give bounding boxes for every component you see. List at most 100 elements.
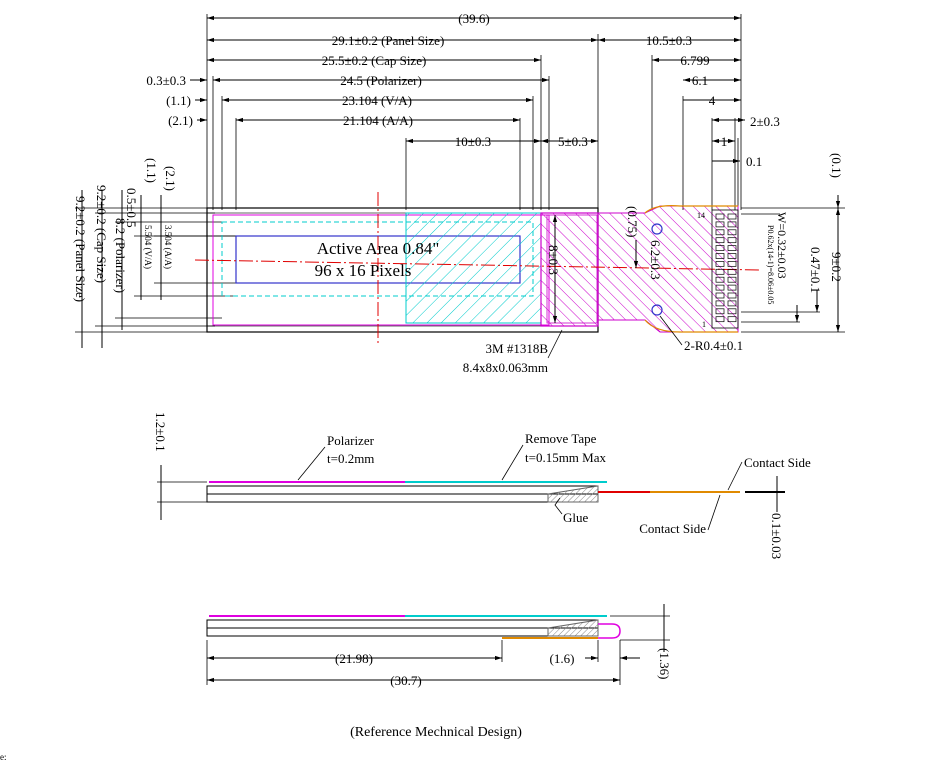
- dim-047: 0.47±0.1: [808, 247, 823, 293]
- dim-136: (1.36): [657, 648, 672, 679]
- center-line-horizontal: [194, 259, 761, 271]
- active-area-line2: 96 x 16 Pixels: [315, 261, 412, 280]
- dim-cap-size-width: 25.5±0.2 (Cap Size): [322, 53, 427, 68]
- right-dimension-lines: [741, 207, 845, 333]
- fpc-pin: [715, 316, 725, 323]
- fpc-pin: [727, 213, 737, 220]
- bent-fpc-loop: [502, 623, 621, 639]
- dim-left-92panel: 9.2±0.2 (Panel Size): [73, 196, 88, 302]
- fpc-pin: [727, 229, 737, 236]
- active-area-line1: Active Area 0.84": [317, 239, 440, 258]
- fpc-pin: [727, 284, 737, 291]
- dim-tape-height: 8±0.3: [546, 245, 561, 275]
- fpc-pin: [727, 245, 737, 251]
- fpc-pin: [715, 261, 725, 267]
- fpc-pin: [727, 261, 737, 267]
- dim-hole-spacing: 6.2±0.3: [648, 240, 663, 280]
- dim-10: 10±0.3: [455, 134, 491, 149]
- fpc-pin: [715, 253, 725, 259]
- dim-61: 6.1: [692, 73, 708, 88]
- fpc-pins: [711, 209, 739, 329]
- left-extension-lines: [75, 207, 236, 333]
- fpc-pin: [715, 245, 725, 251]
- dim-fpc-length: 10.5±0.3: [646, 33, 692, 48]
- bent-glass-bottom: [206, 627, 599, 637]
- tape-size: 8.4x8x0.063mm: [463, 360, 548, 375]
- dim-9: 9±0.2: [829, 252, 844, 282]
- dim-307: (30.7): [390, 673, 421, 688]
- pin-1-label: 1: [702, 320, 706, 329]
- fpc-orange-edge: [644, 205, 738, 333]
- dim-left-05: 0.5±0.5: [124, 188, 139, 228]
- dim-4: 4: [709, 93, 716, 108]
- dim-5: 5±0.3: [558, 134, 588, 149]
- hole-top: [651, 223, 663, 235]
- side-glass-top: [206, 485, 599, 495]
- contact-side-bottom: Contact Side: [639, 521, 706, 536]
- dim-polarizer-width: 24.5 (Polarizer): [340, 73, 422, 88]
- fpc-pin: [715, 237, 725, 244]
- remove-tape-leader: [501, 444, 524, 481]
- side-glass-bottom: [206, 493, 599, 503]
- bent-glue: [547, 619, 599, 637]
- radius-leader: [659, 315, 683, 346]
- fpc-pin: [727, 221, 737, 228]
- dim-16: (1.6): [550, 651, 575, 666]
- corner-mark: e:: [0, 752, 7, 761]
- pitch-formula: P0.62x(14-1)=8.06±0.05: [766, 225, 775, 304]
- tape-name: 3M #1318B: [486, 341, 549, 356]
- remove-tape-label: Remove Tape: [525, 431, 597, 446]
- dim-right-01: (0.1): [829, 153, 844, 178]
- dim-va-width: 23.104 (V/A): [342, 93, 412, 108]
- dim-6799: 6.799: [680, 53, 709, 68]
- fpc-pin: [727, 237, 737, 244]
- fpc-pin-area: [711, 209, 739, 329]
- bent-view: (21.98) (1.6) (30.7) (1.36): [206, 604, 672, 688]
- dim-01: 0.1: [746, 154, 762, 169]
- left-dimension-lines: [81, 190, 162, 348]
- polarizer-thickness: t=0.2mm: [327, 451, 374, 466]
- dim-radius: 2-R0.4±0.1: [684, 338, 743, 353]
- side-view: 1.2±0.1 Polarizer t=0.2mm Remove Tape t=…: [153, 412, 811, 559]
- remove-tape-thickness: t=0.15mm Max: [525, 450, 606, 465]
- top-view: (39.6) 29.1±0.2 (Panel Size) 10.5±0.3 25…: [73, 11, 845, 375]
- caption: (Reference Mechnical Design): [350, 725, 522, 740]
- polarizer-label: Polarizer: [327, 433, 375, 448]
- fpc-pin: [727, 292, 737, 299]
- dim-075: (0.75): [625, 206, 640, 237]
- dim-panel-size-width: 29.1±0.2 (Panel Size): [332, 33, 445, 48]
- dim-2198: (21.98): [335, 651, 373, 666]
- dim-va-height: 5.504 (V/A): [143, 225, 153, 269]
- contact-side-top: Contact Side: [744, 455, 811, 470]
- dim-aa-width: 21.104 (A/A): [343, 113, 413, 128]
- glue-label: Glue: [563, 510, 589, 525]
- side-glue: [547, 485, 599, 503]
- dimension-lines: [190, 15, 745, 164]
- contact-side-top-leader: [727, 461, 743, 491]
- dim-thickness: 1.2±0.1: [153, 412, 168, 452]
- dim-1: 1: [721, 134, 728, 149]
- tape-region: [540, 212, 599, 327]
- fpc-pin: [715, 284, 725, 291]
- polarizer-leader: [297, 446, 326, 481]
- fpc-pin: [727, 276, 737, 283]
- contact-side-bottom-leader: [707, 494, 721, 531]
- dim-left-82: 8.2 (Polarizer): [113, 218, 128, 293]
- fpc-pin: [715, 229, 725, 236]
- fpc-pin: [727, 300, 737, 307]
- fpc-pin: [715, 308, 725, 315]
- fpc-pin: [715, 276, 725, 283]
- dim-polarizer-offset: 0.3±0.3: [146, 73, 186, 88]
- fpc-pin: [727, 253, 737, 259]
- dim-left-21: (2.1): [163, 166, 178, 191]
- tape-inner: [546, 214, 598, 324]
- dim-aa-offset: (2.1): [168, 113, 193, 128]
- fpc-pin: [727, 268, 737, 275]
- fpc-pin: [715, 213, 725, 220]
- dim-pin-pitch-tol: 2±0.3: [750, 114, 780, 129]
- dim-overall-length: (39.6): [458, 11, 489, 26]
- active-hatch-region: [405, 212, 542, 324]
- dim-left-11: (1.1): [144, 158, 159, 183]
- fpc-pin: [727, 316, 737, 323]
